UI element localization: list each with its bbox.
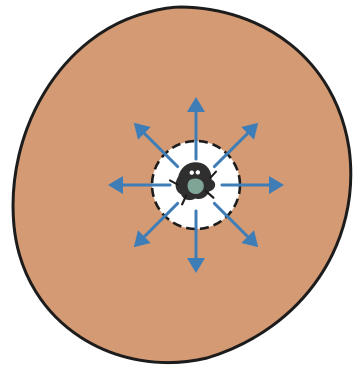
diagram-stage: [0, 0, 360, 371]
diagram-svg: [0, 0, 360, 371]
